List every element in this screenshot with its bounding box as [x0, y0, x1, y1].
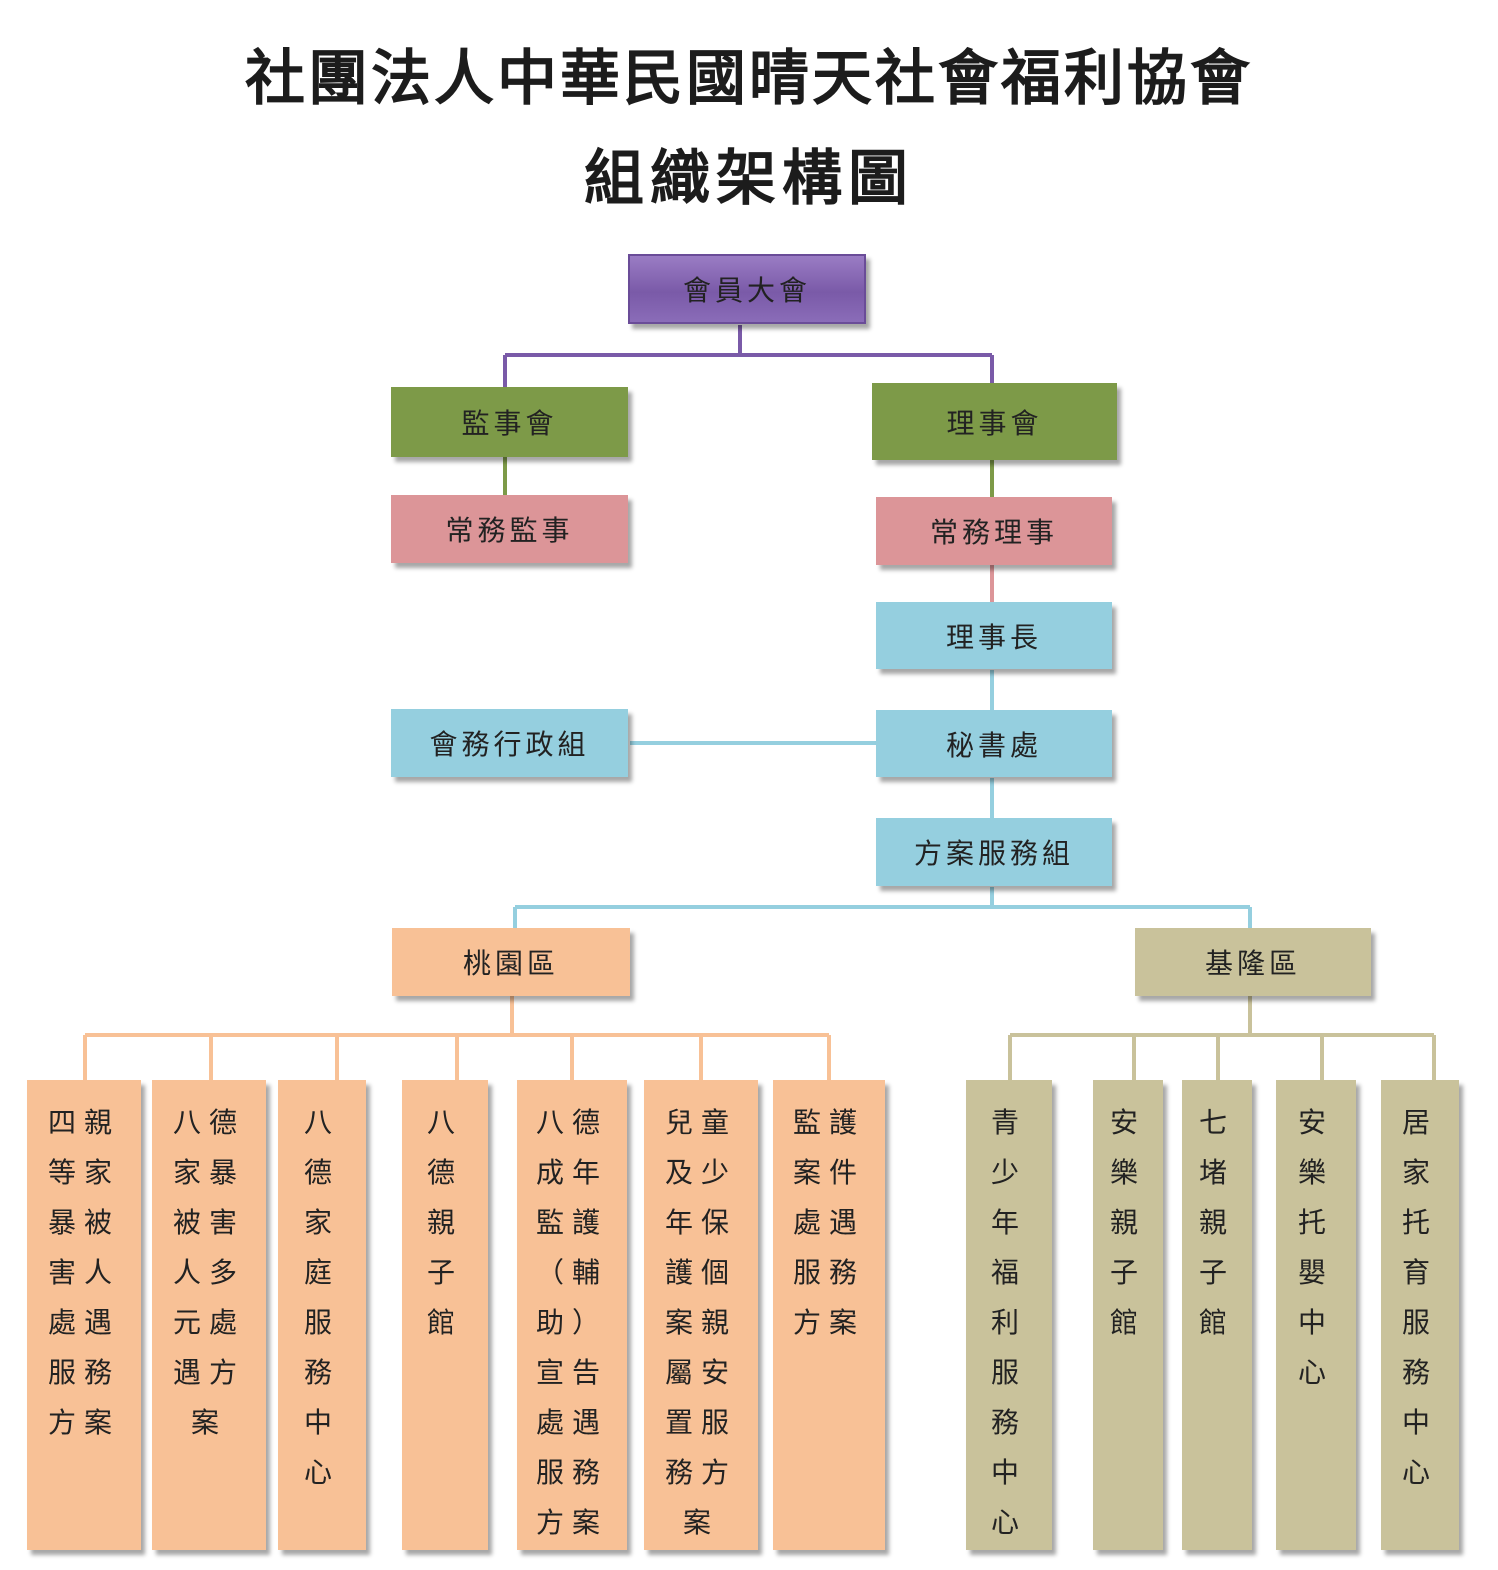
unit-taoyuan-3: 八 德 家 庭 服 務 中 心 — [278, 1080, 366, 1550]
line-keelung-units — [1008, 996, 1436, 1080]
node-chairman: 理事長 — [876, 602, 1112, 669]
node-secretariat-label: 秘書處 — [945, 728, 1042, 762]
unit-taoyuan-5-label: 八德 成年 監護 （輔 助） 宣告 處遇 服務 方案 — [535, 1106, 608, 1539]
node-program-group: 方案服務組 — [876, 818, 1112, 886]
node-general-assembly: 會員大會 — [628, 254, 866, 324]
unit-keelung-3: 七 堵 親 子 館 — [1182, 1080, 1252, 1550]
node-secretariat: 秘書處 — [876, 710, 1112, 777]
unit-taoyuan-7-label: 監護 案件 處遇 服務 方案 — [792, 1106, 865, 1339]
line-taoyuan-units — [83, 996, 831, 1080]
unit-keelung-4: 安 樂 托 嬰 中 心 — [1276, 1080, 1356, 1550]
unit-taoyuan-6: 兒童 及少 年保 護個 案親 屬安 置服 務方 案 — [644, 1080, 758, 1550]
node-supervisors-board-label: 監事會 — [461, 407, 558, 440]
node-standing-director-label: 常務理事 — [929, 516, 1058, 549]
unit-taoyuan-2: 八德 家暴 被害 人多 元處 遇方 案 — [152, 1080, 266, 1550]
node-supervisors-board: 監事會 — [391, 387, 628, 457]
node-general-assembly-label: 會員大會 — [682, 274, 811, 307]
node-taoyuan-region: 桃園區 — [392, 928, 630, 996]
node-taoyuan-label: 桃園區 — [462, 947, 559, 980]
node-keelung-region: 基隆區 — [1135, 928, 1371, 996]
node-admin-group-label: 會務行政組 — [429, 728, 590, 761]
node-directors-board-label: 理事會 — [946, 406, 1043, 440]
node-program-group-label: 方案服務組 — [913, 837, 1074, 870]
unit-taoyuan-5: 八德 成年 監護 （輔 助） 宣告 處遇 服務 方案 — [517, 1080, 627, 1550]
node-standing-supervisor-label: 常務監事 — [445, 514, 574, 547]
node-chairman-label: 理事長 — [945, 620, 1042, 654]
node-standing-supervisor: 常務監事 — [391, 495, 628, 563]
unit-keelung-3-label: 七 堵 親 子 館 — [1198, 1106, 1235, 1339]
unit-taoyuan-1: 四親 等家 暴被 害人 處遇 服務 方案 — [27, 1080, 141, 1550]
unit-keelung-2-label: 安 樂 親 子 館 — [1109, 1106, 1146, 1339]
node-directors-board: 理事會 — [872, 383, 1117, 460]
node-admin-group: 會務行政組 — [391, 709, 628, 777]
line-assembly-boards — [503, 325, 994, 388]
unit-taoyuan-4: 八 德 親 子 館 — [402, 1080, 488, 1550]
unit-keelung-1: 青 少 年 福 利 服 務 中 心 — [966, 1080, 1052, 1550]
unit-keelung-5: 居 家 托 育 服 務 中 心 — [1381, 1080, 1459, 1550]
unit-taoyuan-6-label: 兒童 及少 年保 護個 案親 屬安 置服 務方 案 — [664, 1106, 737, 1539]
node-keelung-label: 基隆區 — [1204, 947, 1301, 980]
chart-subtitle: 組織架構圖 — [584, 144, 914, 214]
unit-taoyuan-7: 監護 案件 處遇 服務 方案 — [773, 1080, 885, 1550]
unit-taoyuan-1-label: 四親 等家 暴被 害人 處遇 服務 方案 — [47, 1106, 120, 1439]
unit-taoyuan-2-label: 八德 家暴 被害 人多 元處 遇方 案 — [172, 1106, 245, 1439]
node-standing-director: 常務理事 — [876, 497, 1112, 565]
unit-keelung-2: 安 樂 親 子 館 — [1093, 1080, 1163, 1550]
unit-keelung-5-label: 居 家 托 育 服 務 中 心 — [1401, 1106, 1438, 1489]
chart-title: 社團法人中華民國晴天社會福利協會 — [245, 44, 1253, 114]
unit-taoyuan-4-label: 八 德 親 子 館 — [426, 1106, 463, 1339]
unit-taoyuan-3-label: 八 德 家 庭 服 務 中 心 — [303, 1106, 340, 1489]
unit-keelung-1-label: 青 少 年 福 利 服 務 中 心 — [990, 1106, 1027, 1539]
line-program-regions — [513, 887, 1252, 928]
unit-keelung-4-label: 安 樂 托 嬰 中 心 — [1297, 1106, 1334, 1389]
